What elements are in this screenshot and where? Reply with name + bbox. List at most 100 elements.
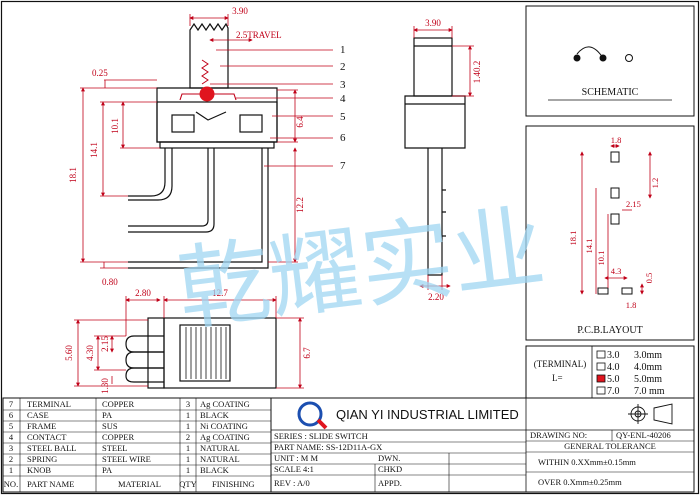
svg-text:3: 3	[186, 399, 190, 409]
svg-text:WITHIN 0.XXmm±0.15mm: WITHIN 0.XXmm±0.15mm	[538, 457, 636, 467]
pin-right	[128, 148, 263, 263]
svg-text:Ni COATING: Ni COATING	[200, 421, 248, 431]
svg-text:14.1: 14.1	[584, 239, 594, 254]
svg-text:MATERIAL: MATERIAL	[118, 479, 161, 489]
terminal-7.0-checkbox	[596, 386, 606, 395]
svg-text:18.1: 18.1	[68, 167, 78, 183]
terminal-3.0-checkbox	[596, 350, 606, 359]
svg-text:CHKD: CHKD	[378, 464, 402, 474]
svg-text:1: 1	[186, 454, 190, 464]
svg-text:2.15: 2.15	[100, 336, 110, 352]
svg-text:PART NAME: PART NAME	[27, 479, 74, 489]
svg-text:TERMINAL: TERMINAL	[27, 399, 71, 409]
callout-5: 5	[340, 111, 346, 123]
svg-text:BLACK: BLACK	[200, 410, 230, 420]
svg-text:7: 7	[9, 399, 13, 409]
schematic-title: SCHEMATIC	[582, 87, 639, 98]
watermark-text: 乾耀实业	[172, 193, 550, 344]
svg-text:5.60: 5.60	[64, 345, 74, 361]
bom-row: 5 FRAME SUS 1 Ni COATING	[9, 421, 248, 431]
svg-text:1.40.2: 1.40.2	[472, 61, 482, 84]
svg-text:1: 1	[9, 465, 13, 475]
svg-text:L=: L=	[552, 373, 563, 383]
svg-text:10.1: 10.1	[596, 251, 606, 266]
svg-text:GENERAL TOLERANCE: GENERAL TOLERANCE	[564, 441, 656, 451]
side-dimension-labels: 3.90 1.40.2 2.20	[425, 18, 482, 302]
svg-text:6.4: 6.4	[295, 116, 305, 128]
svg-text:PART NAME: SS-12D11A-GX: PART NAME: SS-12D11A-GX	[274, 442, 382, 452]
bottom-view	[125, 317, 277, 389]
svg-text:SERIES : SLIDE SWITCH: SERIES : SLIDE SWITCH	[274, 431, 368, 441]
callout-1: 1	[340, 44, 346, 56]
svg-text:STEEL BALL: STEEL BALL	[27, 443, 77, 453]
svg-text:NATURAL: NATURAL	[200, 454, 240, 464]
svg-text:0.80: 0.80	[102, 277, 118, 287]
company-name: QIAN YI INDUSTRIAL LIMITED	[336, 407, 519, 422]
schematic-panel: SCHEMATIC	[525, 5, 695, 117]
svg-text:2.5TRAVEL: 2.5TRAVEL	[236, 30, 282, 40]
svg-text:BLACK: BLACK	[200, 465, 230, 475]
svg-text:OVER 0.Xmm±0.25mm: OVER 0.Xmm±0.25mm	[538, 477, 622, 487]
callout-6: 6	[340, 132, 346, 144]
bom-row: 3 STEEL BALL STEEL 1 NATURAL	[9, 443, 240, 453]
svg-text:(TERMINAL): (TERMINAL)	[534, 359, 587, 369]
bom-header: NO. PART NAME MATERIAL QTY FINISHING	[4, 479, 255, 489]
svg-text:CONTACT: CONTACT	[27, 432, 67, 442]
bom-row: 6 CASE PA 1 BLACK	[9, 410, 230, 420]
svg-text:18.1: 18.1	[568, 231, 578, 246]
svg-text:3.90: 3.90	[425, 18, 441, 28]
svg-text:1: 1	[186, 421, 190, 431]
svg-text:QY-ENL-40206: QY-ENL-40206	[616, 430, 671, 440]
terminal-4.0-checkbox	[596, 362, 606, 371]
svg-text:5.0mm: 5.0mm	[634, 374, 662, 385]
bom-row: 2 SPRING STEEL WIRE 1 NATURAL	[9, 454, 240, 464]
svg-text:FINISHING: FINISHING	[212, 479, 255, 489]
knob-outline	[189, 22, 229, 89]
svg-text:APPD.: APPD.	[378, 478, 402, 488]
svg-text:REV : A/0: REV : A/0	[274, 478, 310, 488]
svg-text:3: 3	[9, 443, 13, 453]
svg-text:SCALE 4:1: SCALE 4:1	[274, 464, 314, 474]
pcb-title: P.C.B.LAYOUT	[577, 325, 642, 336]
svg-text:12.7: 12.7	[212, 288, 228, 298]
side-view	[404, 37, 466, 276]
svg-text:7.0 mm: 7.0 mm	[634, 386, 665, 397]
svg-text:4.30: 4.30	[85, 345, 95, 361]
svg-text:5: 5	[9, 421, 13, 431]
svg-text:KNOB: KNOB	[27, 465, 51, 475]
svg-text:1.2: 1.2	[650, 178, 660, 189]
svg-text:STEEL: STEEL	[102, 443, 128, 453]
svg-text:COPPER: COPPER	[102, 432, 134, 442]
svg-text:4.0mm: 4.0mm	[634, 362, 662, 373]
svg-text:DWN.: DWN.	[378, 453, 400, 463]
svg-text:COPPER: COPPER	[102, 399, 134, 409]
terminal-5.0-checkbox	[596, 374, 606, 383]
pin-left	[128, 148, 166, 197]
svg-text:PA: PA	[102, 465, 113, 475]
bom-row: 1 KNOB PA 1 BLACK	[9, 465, 230, 475]
svg-text:FRAME: FRAME	[27, 421, 56, 431]
title-block: QIAN YI INDUSTRIAL LIMITED SERIES : SLID…	[270, 397, 695, 493]
svg-text:1.8: 1.8	[626, 300, 637, 310]
front-dimensions	[80, 14, 333, 269]
svg-text:SUS: SUS	[102, 421, 118, 431]
svg-text:0.5: 0.5	[644, 273, 654, 284]
front-dimension-labels: 3.90 2.5TRAVEL 0.25 18.1 14.1 10.1 6.4 1…	[68, 6, 305, 287]
svg-text:1.8: 1.8	[611, 135, 622, 145]
side-dimensions	[413, 26, 474, 290]
callout-3: 3	[340, 79, 346, 91]
svg-text:2.15: 2.15	[626, 199, 641, 209]
steel-ball-icon	[199, 86, 215, 102]
svg-text:7.0: 7.0	[607, 386, 620, 397]
callout-4: 4	[340, 93, 346, 105]
svg-text:PA: PA	[102, 410, 113, 420]
svg-text:DRAWING NO:: DRAWING NO:	[530, 430, 587, 440]
svg-text:2: 2	[9, 454, 13, 464]
svg-text:4.0: 4.0	[607, 362, 620, 373]
svg-text:1.30: 1.30	[100, 378, 110, 394]
svg-text:10.1: 10.1	[110, 118, 120, 134]
svg-text:Ag COATING: Ag COATING	[200, 399, 250, 409]
